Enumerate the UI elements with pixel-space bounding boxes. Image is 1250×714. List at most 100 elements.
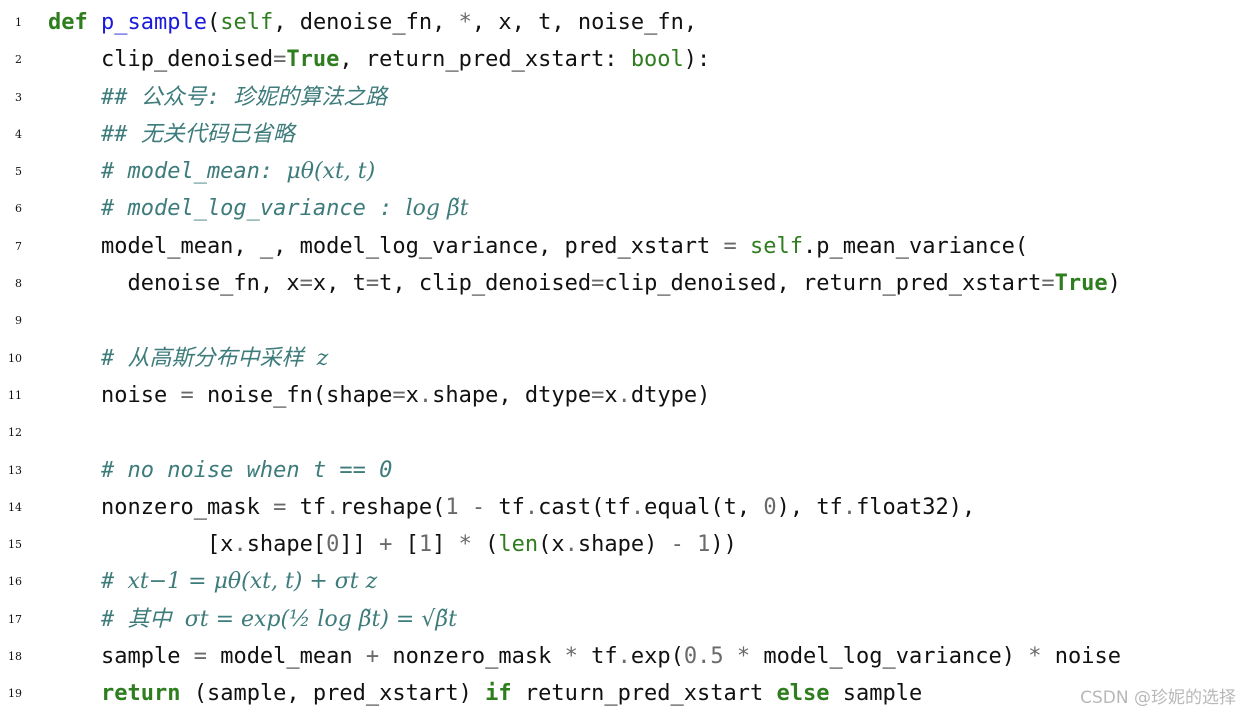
code-token: noise [48,382,181,408]
code-line: 5 # model_mean: μθ(xt, t) [0,153,1250,190]
code-line: 16 # xt−1 = μθ(xt, t) + σt z [0,563,1250,600]
code-token: ( [206,10,221,35]
code-token: * [458,10,472,35]
code-token: 1 [697,532,711,558]
code-token: . [842,494,857,520]
code-text: return (sample, pred_xstart) if return_p… [48,675,922,712]
code-token: equal(t, [644,494,764,520]
code-token: . [326,494,340,520]
code-token: ] [432,532,459,558]
code-token [459,495,472,520]
code-token: = [1041,271,1055,297]
code-token: . [564,532,578,558]
code-token: log β̃t [405,196,469,222]
csdn-watermark: CSDN @珍妮的选择 [1080,688,1236,708]
code-token: 1 [418,532,433,558]
code-token: shape, dtype [432,382,592,408]
code-token: - [471,494,486,520]
code-token: if [485,681,512,707]
code-line: 15 [x.shape[0]] + [1] * (len(x.shape) - … [0,526,1250,563]
code-token: - [670,532,684,558]
code-token: dtype) [630,382,711,408]
code-token: * [564,644,578,670]
code-token: clip_denoised [48,47,274,73]
code-line: 11 noise = noise_fn(shape=x.shape, dtype… [0,377,1250,414]
code-token: # 其中 [48,606,185,632]
code-token: .p_mean_variance( [803,233,1029,259]
line-number: 12 [8,426,22,440]
code-token [88,10,101,35]
code-token: float32), [856,494,976,520]
code-text: ## 公众号: 珍妮的算法之路 [48,79,387,116]
code-token: . [630,494,645,520]
code-line: 6 # model_log_variance : log β̃t [0,190,1250,227]
code-text: # no noise when t == 0 [48,452,392,489]
line-number: 3 [15,90,22,104]
code-text: # 其中 σt = exp(½ log β̃t) = √β̃t [48,601,457,638]
code-token: = [299,271,313,297]
code-token: (sample, pred_xstart) [180,681,486,707]
code-token: ) [1107,271,1121,297]
line-number: 14 [8,500,22,514]
code-token [684,532,697,557]
code-token: = [591,271,605,297]
code-token: . [418,382,433,408]
code-text: # model_log_variance : log β̃t [48,190,469,227]
code-token: tf [577,644,618,670]
line-number: 1 [15,16,22,29]
code-token: = [591,382,605,408]
code-token: xt−1 = μθ(xt, t) + σt z [127,569,378,595]
code-text: # 从高斯分布中采样 z [48,340,328,377]
code-token: p_sample [101,10,207,35]
line-number: 5 [15,165,22,179]
code-token: sample [48,644,194,670]
line-number: 11 [8,388,22,402]
code-token: = [392,382,406,408]
code-token: cast(tf [538,494,631,520]
line-number: 17 [8,612,22,626]
code-token: x, t [312,271,366,297]
code-line: 19 return (sample, pred_xstart) if retur… [0,675,1250,712]
code-token: clip_denoised, return_pred_xstart [604,271,1042,297]
code-text: noise = noise_fn(shape=x.shape, dtype=x.… [48,377,710,414]
code-token: return [100,681,181,707]
code-token: # model_mean: [48,159,287,185]
code-token: nonzero_mask [48,494,274,520]
code-token: x [405,382,419,408]
code-token: ## 无关代码已省略 [48,121,295,147]
code-token: tf [286,494,327,520]
line-number: 8 [15,277,22,291]
code-token: 0 [763,494,777,520]
line-number: 2 [15,53,22,67]
line-number: 6 [15,202,22,216]
code-token: # [48,569,128,595]
code-token [48,681,101,706]
code-token: ( [471,532,499,558]
code-token: model_mean [206,644,366,670]
code-token: True [286,47,340,73]
code-token: x [604,382,618,408]
code-text: nonzero_mask = tf.reshape(1 - tf.cast(tf… [48,489,975,526]
code-token: [x [48,532,234,558]
code-token: bool [630,47,684,73]
code-token: # 从高斯分布中采样 [48,345,317,371]
code-text: model_mean, _, model_log_variance, pred_… [48,228,1028,265]
code-token: ): [683,47,711,73]
code-token: = [723,233,737,259]
code-token: [ [392,532,419,558]
code-token: )) [710,532,737,558]
code-line: 2 clip_denoised=True, return_pred_xstart… [0,41,1250,78]
code-text: [x.shape[0]] + [1] * (len(x.shape) - 1)) [48,526,737,563]
code-token: model_log_variance) [750,644,1029,670]
code-line: 4 ## 无关代码已省略 [0,116,1250,153]
code-text: clip_denoised=True, return_pred_xstart: … [48,41,710,78]
line-number: 18 [8,650,22,664]
code-token: reshape( [339,494,446,520]
code-token: denoise_fn, x [48,271,300,297]
line-number: 15 [8,538,22,552]
code-token: σt = exp(½ log β̃t) = √β̃t [184,606,457,632]
code-token: # no noise when t == 0 [48,457,393,483]
code-line: 18 sample = model_mean + nonzero_mask * … [0,638,1250,675]
